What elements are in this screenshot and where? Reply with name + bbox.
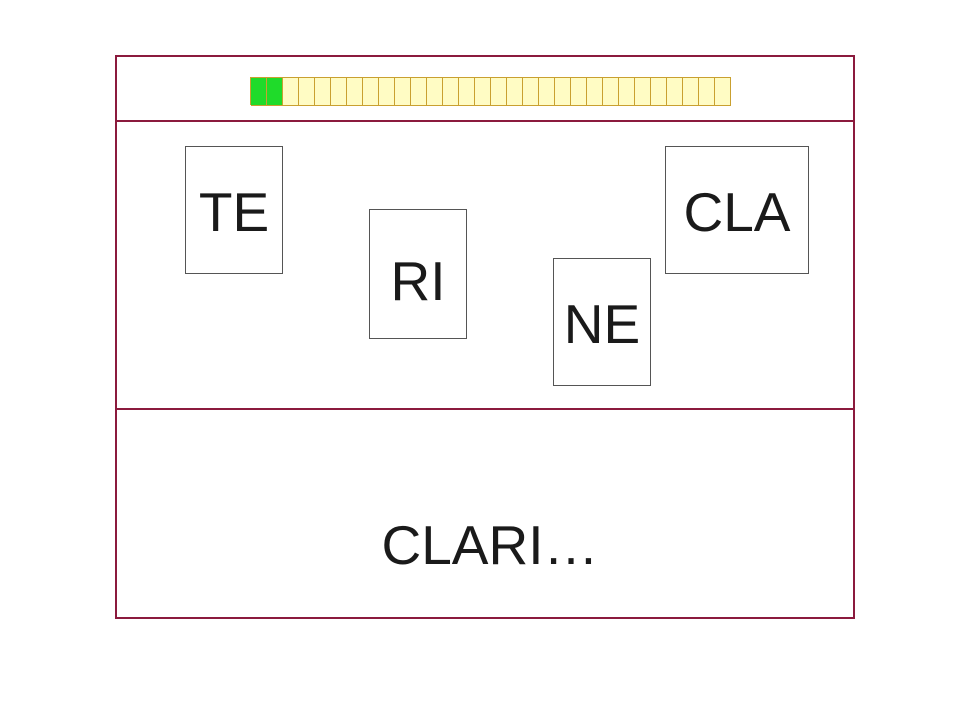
progress-segment-empty bbox=[459, 77, 475, 106]
progress-segment-filled bbox=[267, 77, 283, 106]
progress-segment-empty bbox=[571, 77, 587, 106]
progress-segment-empty bbox=[715, 77, 731, 106]
progress-segment-empty bbox=[587, 77, 603, 106]
progress-segment-empty bbox=[667, 77, 683, 106]
progress-segment-empty bbox=[491, 77, 507, 106]
syllable-area: TE RI NE CLA bbox=[117, 122, 853, 410]
progress-panel bbox=[117, 57, 853, 122]
progress-segment-empty bbox=[443, 77, 459, 106]
progress-segment-empty bbox=[523, 77, 539, 106]
syllable-card-label: CLA bbox=[683, 181, 791, 243]
progress-segment-empty bbox=[475, 77, 491, 106]
syllable-card-cla[interactable]: CLA bbox=[665, 146, 809, 274]
progress-segment-empty bbox=[635, 77, 651, 106]
progress-segment-empty bbox=[379, 77, 395, 106]
syllable-card-label: NE bbox=[563, 293, 641, 355]
game-board: TE RI NE CLA CLARI… bbox=[115, 55, 855, 619]
progress-bar bbox=[250, 77, 731, 106]
progress-segment-empty bbox=[427, 77, 443, 106]
progress-segment-empty bbox=[363, 77, 379, 106]
progress-segment-empty bbox=[651, 77, 667, 106]
progress-segment-empty bbox=[283, 77, 299, 106]
progress-segment-empty bbox=[395, 77, 411, 106]
progress-segment-empty bbox=[539, 77, 555, 106]
syllable-card-te[interactable]: TE bbox=[185, 146, 283, 274]
progress-segment-empty bbox=[315, 77, 331, 106]
progress-segment-empty bbox=[411, 77, 427, 106]
progress-segment-empty bbox=[299, 77, 315, 106]
syllable-card-label: TE bbox=[198, 181, 270, 243]
progress-segment-filled bbox=[251, 77, 267, 106]
answer-panel: CLARI… bbox=[117, 410, 853, 617]
progress-segment-empty bbox=[331, 77, 347, 106]
syllable-card-ne[interactable]: NE bbox=[553, 258, 651, 386]
progress-segment-empty bbox=[555, 77, 571, 106]
progress-segment-empty bbox=[683, 77, 699, 106]
progress-segment-empty bbox=[619, 77, 635, 106]
progress-segment-empty bbox=[699, 77, 715, 106]
progress-segment-empty bbox=[347, 77, 363, 106]
progress-segment-empty bbox=[603, 77, 619, 106]
syllable-card-label: RI bbox=[390, 250, 446, 312]
progress-segment-empty bbox=[507, 77, 523, 106]
answer-word: CLARI… bbox=[381, 514, 599, 576]
syllable-card-ri[interactable]: RI bbox=[369, 209, 467, 339]
